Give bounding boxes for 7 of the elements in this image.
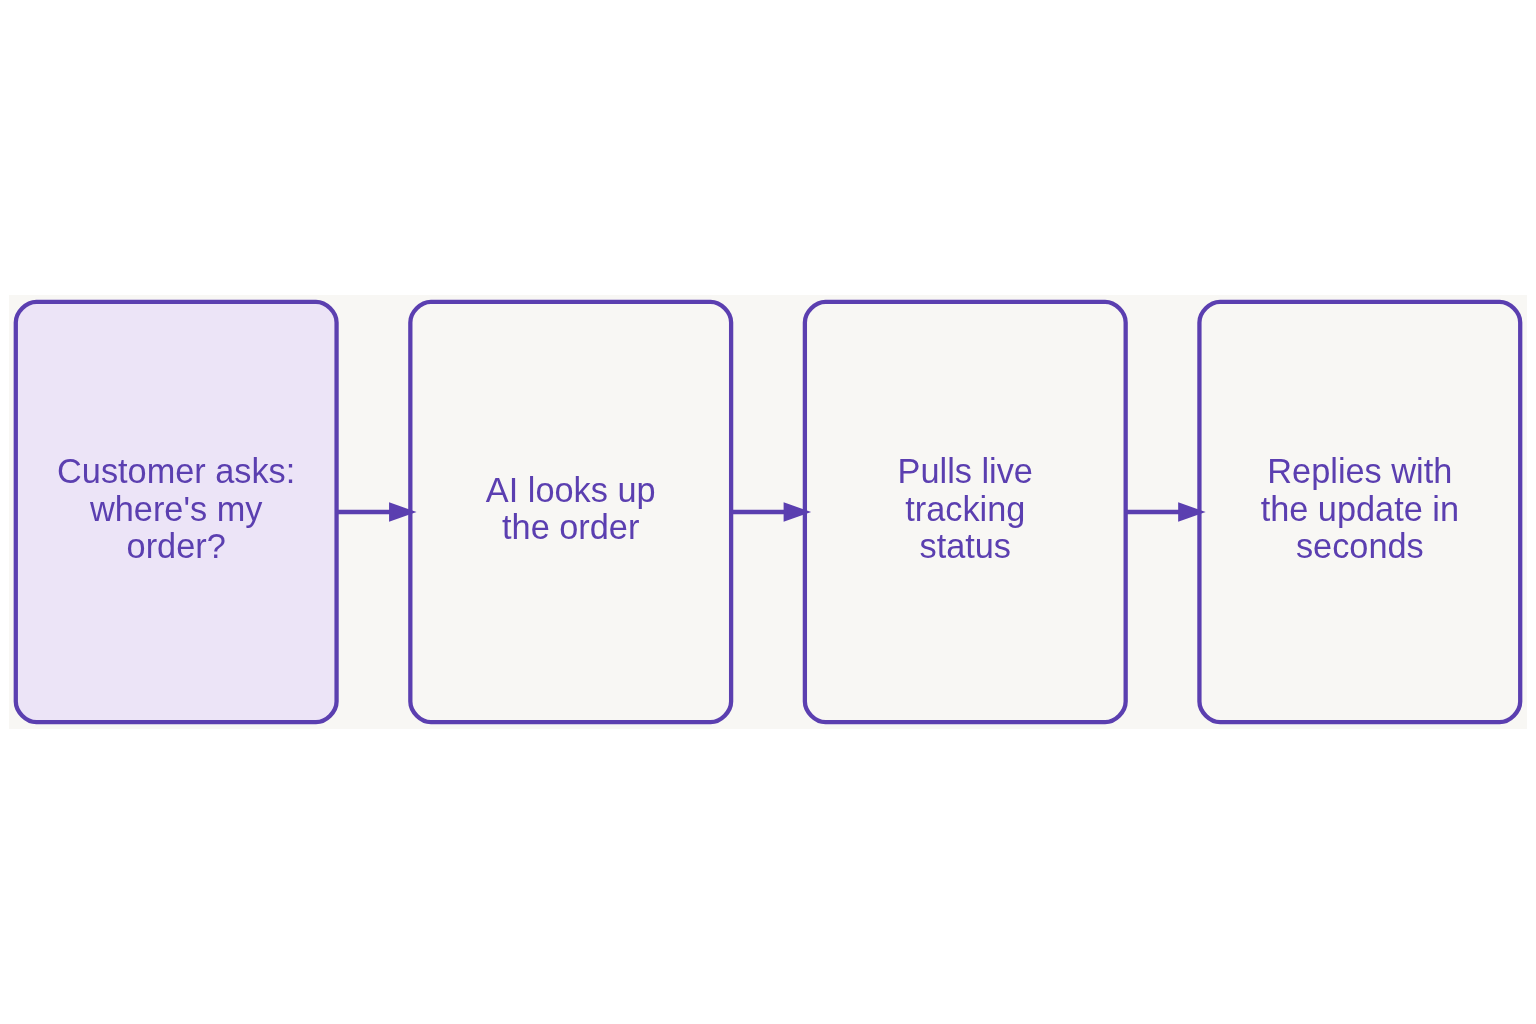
node-box: Replies with the update in seconds	[1197, 299, 1523, 725]
node-box: Customer asks: where's my order?	[13, 299, 339, 725]
node-box: AI looks up the order	[408, 299, 734, 725]
arrow	[731, 502, 812, 522]
arrow	[1126, 502, 1206, 522]
arrow	[337, 502, 417, 522]
node-box: Pulls live tracking status	[802, 299, 1128, 725]
